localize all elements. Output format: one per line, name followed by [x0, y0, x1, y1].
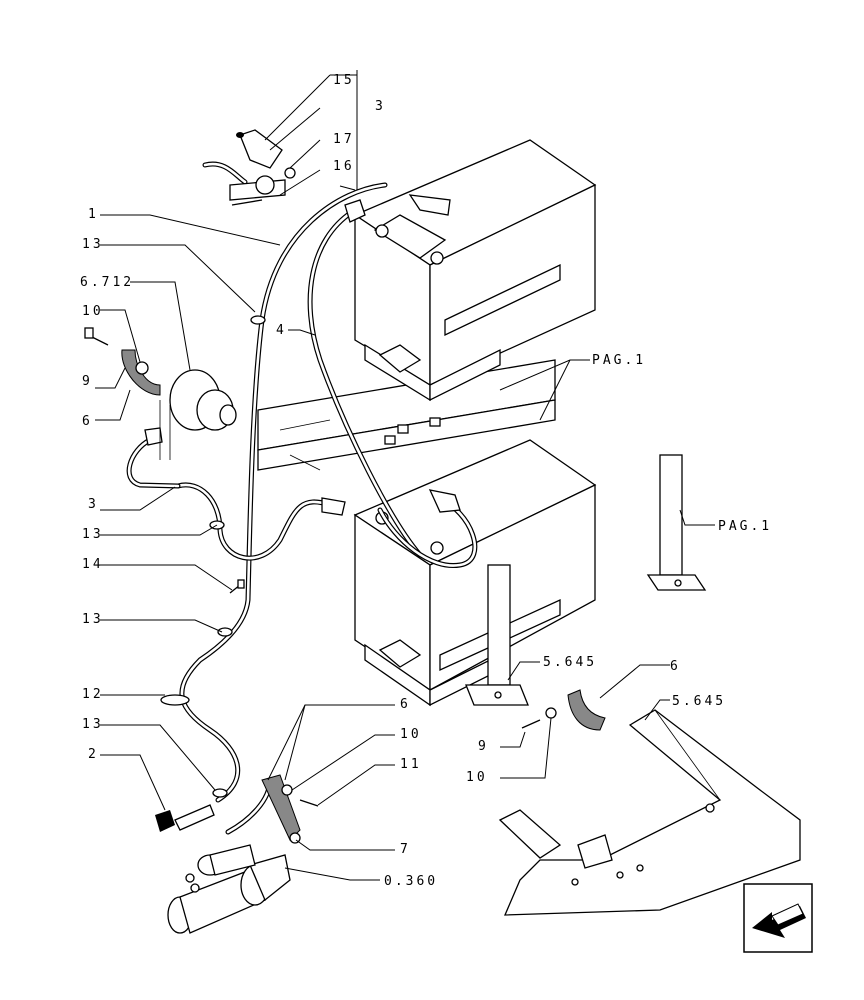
- callout-12: 12: [82, 687, 104, 702]
- bracket-starter: [261, 774, 319, 844]
- callout-9-left: 9: [82, 374, 93, 389]
- starter-relay: [159, 369, 237, 460]
- callout-13-c: 13: [82, 612, 104, 627]
- callout-16: 16: [333, 159, 355, 174]
- callout-10-right: 10: [466, 770, 488, 785]
- callout-13-a: 13: [82, 237, 104, 252]
- callout-5-645-a: 5.645: [543, 655, 597, 670]
- frame-member: [498, 709, 801, 916]
- previous-page-arrow-icon[interactable]: [743, 883, 813, 953]
- callout-3-mid: 3: [88, 497, 99, 512]
- support-post-right: [646, 454, 707, 591]
- callout-10-left: 10: [82, 304, 104, 319]
- callout-15: 15: [333, 73, 355, 88]
- callout-6-712: 6.712: [80, 275, 134, 290]
- battery-top: [353, 139, 597, 402]
- main-cable-harness: [126, 161, 478, 835]
- callout-13-d: 13: [82, 717, 104, 732]
- battery-terminals: [144, 194, 461, 516]
- callout-6-bottom: 6: [400, 697, 411, 712]
- callout-11: 11: [400, 757, 422, 772]
- bracket-right: [521, 689, 606, 731]
- callout-pag1-top: PAG.1: [592, 353, 646, 368]
- callout-10-bottom: 10: [400, 727, 422, 742]
- leader-lines: [95, 70, 715, 881]
- callout-9-right: 9: [478, 739, 489, 754]
- terminal-boot-assembly: [229, 129, 296, 206]
- bracket-left: [84, 327, 161, 396]
- starter-motor: [167, 844, 291, 934]
- callout-5-645-b: 5.645: [672, 694, 726, 709]
- callout-0-360: 0.360: [384, 874, 438, 889]
- battery-bottom: [353, 439, 597, 707]
- terminal-cover-2: [155, 804, 215, 832]
- callout-6-left: 6: [82, 414, 93, 429]
- callout-1: 1: [88, 207, 99, 222]
- support-post-center: [465, 564, 529, 706]
- callout-2: 2: [88, 747, 99, 762]
- callout-3-top: 3: [375, 99, 386, 114]
- callout-6-right: 6: [670, 659, 681, 674]
- callout-4: 4: [276, 323, 287, 338]
- callout-17: 17: [333, 132, 355, 147]
- callout-13-b: 13: [82, 527, 104, 542]
- callout-7: 7: [400, 842, 411, 857]
- callout-pag1-right: PAG.1: [718, 519, 772, 534]
- callout-14: 14: [82, 557, 104, 572]
- bolt-14-head: [237, 579, 245, 589]
